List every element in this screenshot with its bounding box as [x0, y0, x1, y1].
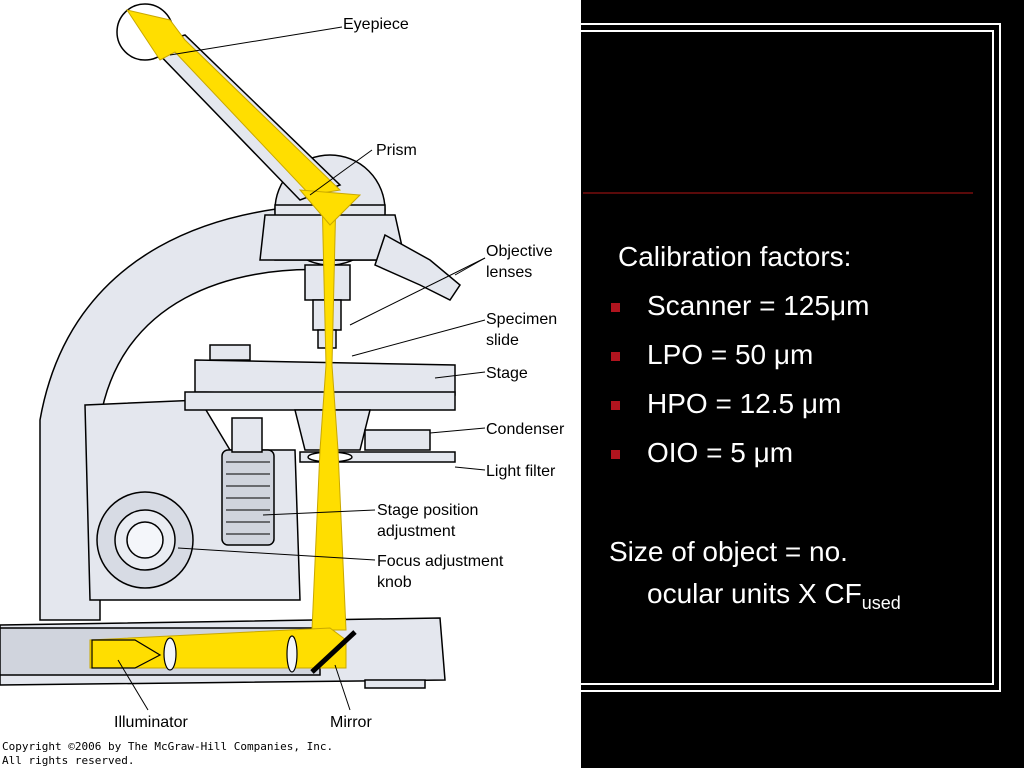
label-prism: Prism: [376, 142, 417, 159]
bullet-name: LPO: [647, 339, 704, 370]
label-focus-1: Focus adjustment: [377, 553, 504, 570]
label-stage-position-1: Stage position: [377, 502, 479, 519]
label-objective-1: Objective: [486, 243, 553, 260]
bullet-value: 50: [734, 339, 767, 370]
bullet-value: 5: [730, 437, 746, 468]
formula-subscript: used: [861, 593, 901, 613]
bullet-unit: m: [769, 437, 794, 468]
slide-frame-outer: [571, 23, 1001, 692]
label-stage: Stage: [486, 365, 528, 382]
microscope-diagram-panel: Eyepiece Prism Objective lenses Specimen…: [0, 0, 581, 768]
mirror: [310, 630, 357, 674]
mu-symbol: μ: [829, 290, 847, 321]
label-condenser: Condenser: [486, 421, 565, 438]
bullet-unit: m: [818, 388, 842, 419]
bullet-value: 125: [783, 290, 830, 321]
bullet-marker: [611, 352, 620, 361]
formula-line-1: Size of object = no.: [609, 536, 848, 567]
slide-heading: Calibration factors:: [618, 241, 852, 272]
bullet-unit: m: [846, 290, 870, 321]
mu-symbol: μ: [773, 339, 791, 370]
light-path-vertical: [311, 194, 347, 631]
illuminator-bulb: [91, 639, 162, 669]
label-mirror: Mirror: [330, 714, 372, 731]
copyright-line-1: Copyright ©2006 by The McGraw-Hill Compa…: [2, 740, 334, 753]
bullet-name: Scanner: [647, 290, 752, 321]
bullet-value: 12.5: [739, 388, 795, 419]
bullet-marker: [611, 401, 620, 410]
objective-lens-side: [374, 233, 461, 301]
formula-line-2: ocular units X CFused: [647, 578, 901, 619]
bullet-name: HPO: [647, 388, 708, 419]
bullet-unit: m: [790, 339, 814, 370]
label-eyepiece: Eyepiece: [343, 16, 409, 33]
light-path-eyepiece: [125, 9, 342, 196]
label-illuminator: Illuminator: [114, 714, 188, 731]
label-specimen-2: slide: [486, 332, 519, 349]
bullet-marker: [611, 303, 620, 312]
equals-sign: =: [715, 388, 732, 419]
mu-symbol: μ: [753, 437, 770, 468]
formula-text: ocular units X CF: [647, 578, 862, 609]
label-light-filter: Light filter: [486, 463, 556, 480]
microscope-arm: [39, 203, 362, 621]
bullet-name: OIO: [647, 437, 699, 468]
copyright-line-2: All rights reserved.: [2, 754, 135, 767]
equals-sign: =: [710, 339, 728, 370]
label-stage-position-2: adjustment: [377, 523, 456, 540]
bullet-marker: [611, 450, 620, 459]
mu-symbol: μ: [801, 388, 819, 419]
microscope-illustration: [0, 3, 486, 711]
label-focus-2: knob: [377, 574, 412, 591]
light-filter: [299, 451, 456, 463]
label-objective-2: lenses: [486, 264, 533, 281]
equals-sign: =: [706, 437, 723, 468]
title-rule: [583, 192, 973, 194]
label-specimen-1: Specimen: [486, 311, 558, 328]
equals-sign: =: [759, 290, 776, 321]
slide-frame-inner: [578, 30, 994, 685]
